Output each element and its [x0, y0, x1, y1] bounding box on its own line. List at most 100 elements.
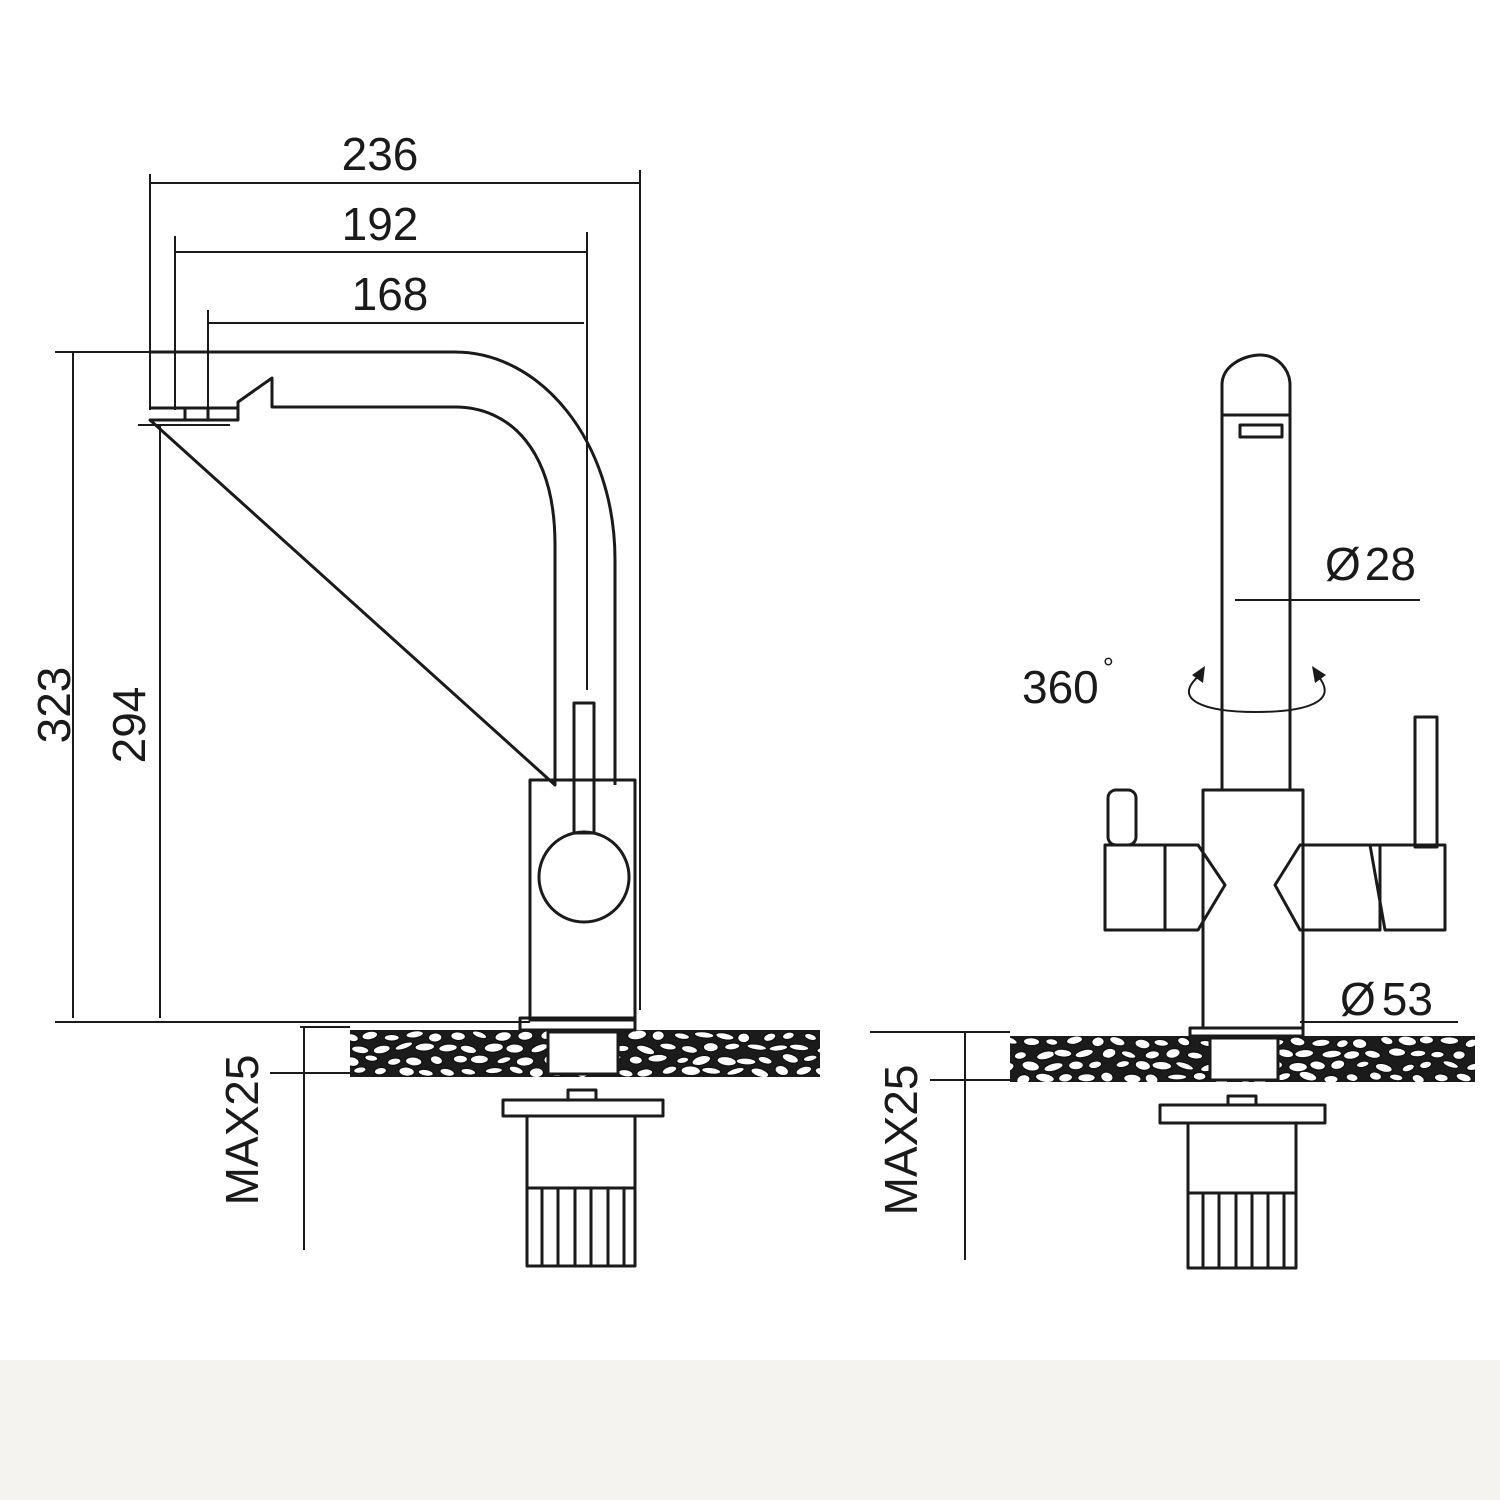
countertop-pebble — [746, 1043, 768, 1052]
countertop-pebble — [429, 1054, 444, 1066]
countertop-pebble — [701, 1066, 722, 1076]
handle-knob — [537, 830, 631, 924]
countertop-pebble — [414, 1042, 436, 1052]
countertop-pebble — [1134, 1038, 1151, 1050]
countertop-pebble — [1166, 1073, 1188, 1081]
countertop-pebble — [795, 1065, 813, 1076]
countertop-pebble — [1115, 1059, 1131, 1069]
left-handle-lever — [1106, 788, 1138, 847]
countertop-pebble — [1323, 1074, 1339, 1082]
countertop-pebble — [1429, 1050, 1445, 1059]
countertop-pebble — [825, 1053, 843, 1067]
countertop-pebble — [1374, 1062, 1393, 1074]
countertop-pebble — [1144, 1050, 1161, 1060]
countertop-pebble — [471, 1030, 488, 1040]
countertop-pebble — [1122, 1073, 1142, 1082]
diameter-symbol-28: Ø — [1325, 538, 1361, 590]
countertop-pebble — [350, 1056, 360, 1068]
countertop-pebble — [1465, 1062, 1475, 1072]
countertop-pebble — [1101, 1047, 1117, 1059]
dim-label-168: 168 — [352, 268, 429, 320]
front-plate-nut — [1226, 1094, 1258, 1107]
countertop-pebble — [774, 1064, 790, 1077]
base-ring — [518, 1016, 637, 1032]
countertop-pebble — [1043, 1061, 1064, 1073]
countertop-pebble — [439, 1067, 456, 1077]
countertop-pebble — [1329, 1059, 1346, 1071]
countertop-pebble — [1298, 1070, 1318, 1082]
countertop-pebble — [1044, 1037, 1059, 1047]
handle-lever — [572, 701, 596, 835]
countertop-pebble — [1153, 1038, 1170, 1048]
side-view: 236 192 168 323 294 MAX25 — [28, 128, 855, 1268]
countertop-pebble — [1015, 1073, 1031, 1082]
countertop-pebble — [1439, 1036, 1460, 1046]
countertop-pebble — [450, 1031, 467, 1042]
countertop-pebble — [1484, 1061, 1500, 1070]
countertop-pebble — [1309, 1060, 1327, 1071]
countertop-pebble — [1057, 1072, 1074, 1082]
countertop-pebble — [373, 1066, 388, 1076]
countertop-pebble — [417, 1068, 435, 1077]
countertop-pebble — [459, 1044, 478, 1055]
countertop-pebble — [528, 1067, 545, 1077]
countertop-pebble — [1151, 1060, 1173, 1071]
countertop-pebble — [781, 1052, 800, 1064]
countertop-pebble — [483, 1042, 505, 1054]
countertop-pebble — [836, 1066, 855, 1078]
countertop-pebble — [350, 1045, 370, 1055]
countertop-pebble — [427, 1032, 443, 1043]
countertop-pebble — [386, 1057, 402, 1067]
countertop-pebble — [750, 1067, 770, 1077]
countertop-pebble — [469, 1054, 490, 1065]
faucet-body — [528, 778, 637, 1022]
countertop-pebble — [1387, 1047, 1407, 1058]
countertop-pebble — [1379, 1036, 1394, 1046]
countertop-pebble — [1474, 1073, 1475, 1082]
countertop-pebble — [814, 1066, 820, 1077]
countertop-pebble — [1091, 1036, 1105, 1048]
countertop-pebble — [680, 1065, 702, 1077]
countertop-pebble — [1074, 1048, 1095, 1059]
countertop-pebble — [1355, 1060, 1370, 1069]
countertop-pebble — [1388, 1073, 1404, 1082]
countertop-pebble — [693, 1030, 715, 1039]
countertop-pebble — [1010, 1036, 1018, 1045]
countertop-pebble — [651, 1030, 666, 1042]
countertop-pebble — [1021, 1060, 1041, 1072]
countertop-pebble — [768, 1044, 789, 1052]
countertop-pebble — [691, 1054, 712, 1067]
countertop-pebble — [383, 1033, 400, 1042]
countertop-pebble — [1013, 1050, 1028, 1061]
countertop-pebble — [515, 1056, 535, 1067]
countertop-pebble — [659, 1042, 677, 1051]
spout-nozzle — [150, 406, 238, 420]
mounting-shank — [546, 1030, 620, 1076]
hose-2 — [573, 1186, 593, 1268]
countertop-pebble — [781, 1031, 796, 1041]
countertop-pebble — [452, 1054, 469, 1064]
dim-label-192: 192 — [342, 198, 419, 250]
countertop-pebble — [757, 1055, 773, 1065]
countertop-pebble — [635, 1044, 656, 1056]
countertop-pebble — [1186, 1051, 1204, 1060]
countertop-pebble — [405, 1030, 425, 1039]
countertop-pebble — [1176, 1036, 1191, 1047]
countertop-pebble — [636, 1068, 654, 1077]
countertop-pebble — [1397, 1036, 1418, 1047]
countertop-pebble — [661, 1065, 678, 1076]
countertop-pebble — [1288, 1061, 1309, 1073]
plate-nut — [566, 1088, 598, 1102]
dim-label-360: 360° — [1022, 652, 1114, 713]
front-mounting-plate — [1158, 1103, 1327, 1125]
countertop-pebble — [788, 1043, 810, 1052]
front-spout — [1220, 353, 1292, 790]
countertop-pebble — [1053, 1048, 1073, 1058]
countertop-pebble — [505, 1043, 525, 1054]
countertop-pebble — [726, 1066, 745, 1077]
diameter-symbol-53: Ø — [1340, 973, 1376, 1025]
countertop-pebble — [680, 1044, 699, 1055]
countertop-pebble — [802, 1054, 818, 1063]
spout-outline — [148, 350, 617, 787]
